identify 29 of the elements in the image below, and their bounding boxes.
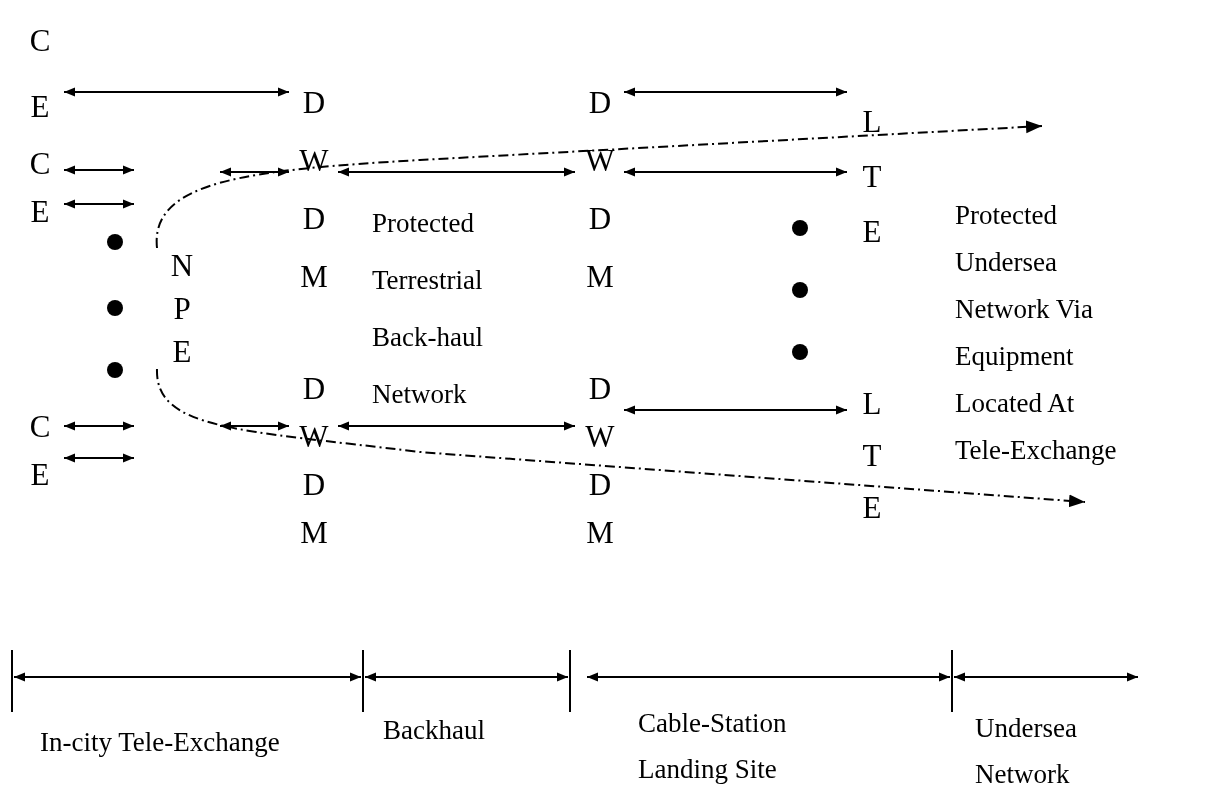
stacked-letters-label: L T E: [850, 94, 894, 259]
section-label: Backhaul: [383, 714, 486, 747]
double-arrow: [623, 167, 848, 177]
double-arrow: [63, 453, 135, 463]
stacked-letters-label: D W D M: [292, 365, 336, 557]
stacked-letters-label: C E: [18, 8, 62, 140]
network-description: Protected Terrestrial Back-haul Network: [372, 207, 484, 411]
double-arrow: [63, 199, 135, 209]
double-arrow: [337, 167, 576, 177]
stacked-letters-label: N P E: [160, 244, 204, 373]
dashed-arrow: [156, 368, 1086, 508]
double-arrow: [63, 165, 135, 175]
double-arrow: [219, 421, 290, 431]
stacked-letters-label: C E: [18, 140, 62, 236]
double-arrow: [63, 421, 135, 431]
section-label: In-city Tele-Exchange: [40, 726, 281, 759]
double-arrow: [63, 87, 290, 97]
stacked-letters-label: C E: [18, 403, 62, 499]
network-description: Protected Undersea Network Via Equipment Located At Tele-Exchange: [955, 199, 1118, 467]
double-arrow: [219, 167, 290, 177]
stacked-letters-label: L T E: [850, 378, 894, 534]
double-arrow: [623, 405, 848, 415]
dashed-arrow: [156, 120, 1043, 249]
section-label: Undersea Network: [975, 712, 1078, 788]
double-arrow: [337, 421, 576, 431]
double-arrow: [623, 87, 848, 97]
stacked-letters-label: D W D M: [578, 365, 622, 557]
section-label: Cable-Station Landing Site: [638, 707, 788, 786]
stacked-letters-label: D W D M: [578, 74, 622, 306]
